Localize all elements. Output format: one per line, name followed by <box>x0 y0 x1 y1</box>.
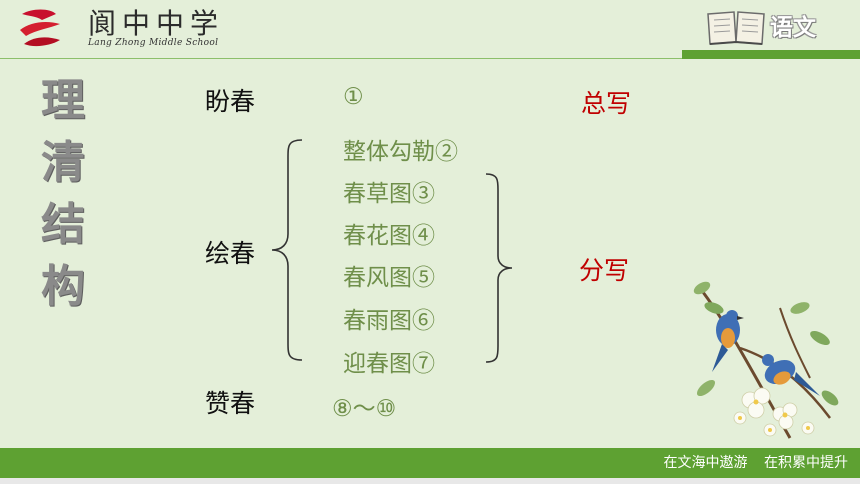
header: 阆中中学 Lang Zhong Middle School 语文 <box>0 0 860 62</box>
general-writing-label: 总写 <box>581 89 632 118</box>
section2-item: 春花图④ <box>343 223 435 249</box>
header-rule <box>0 58 682 59</box>
section-label-zanchun: 赞春 <box>205 389 256 418</box>
section2-item: 春风图⑤ <box>343 265 435 291</box>
title-char: 构 <box>41 261 85 312</box>
title-char: 清 <box>41 137 85 188</box>
title-char: 理 <box>41 75 85 126</box>
vertical-title: 理 清 结 构 <box>38 70 88 318</box>
subject-label: 语文 <box>770 15 816 41</box>
section2-item: 整体勾勒② <box>343 139 458 165</box>
footer-bar: 在文海中遨游 在积累中提升 <box>0 448 860 478</box>
birds-flowers-icon <box>693 281 839 439</box>
section-label-huichun: 绘春 <box>205 239 256 268</box>
section1-paragraph-ref: ① <box>343 84 364 110</box>
section2-item: 春草图③ <box>343 181 435 207</box>
footer-bottom-strip <box>0 478 860 484</box>
school-logo-icon <box>20 9 60 47</box>
right-brace <box>485 173 513 363</box>
section-label-panchun: 盼春 <box>205 87 256 116</box>
section3-paragraph-ref: ⑧～⑩ <box>332 396 397 422</box>
title-char: 结 <box>41 199 85 250</box>
detailed-writing-label: 分写 <box>579 256 630 285</box>
left-brace <box>271 139 303 361</box>
header-accent-bar <box>682 50 860 59</box>
school-name-en: Lang Zhong Middle School <box>88 38 219 48</box>
footer-slogan: 在文海中遨游 在积累中提升 <box>663 455 848 471</box>
section2-item: 春雨图⑥ <box>343 308 435 334</box>
section2-item: 迎春图⑦ <box>343 351 435 377</box>
school-name-cn: 阆中中学 <box>88 7 225 40</box>
book-icon <box>707 11 765 45</box>
